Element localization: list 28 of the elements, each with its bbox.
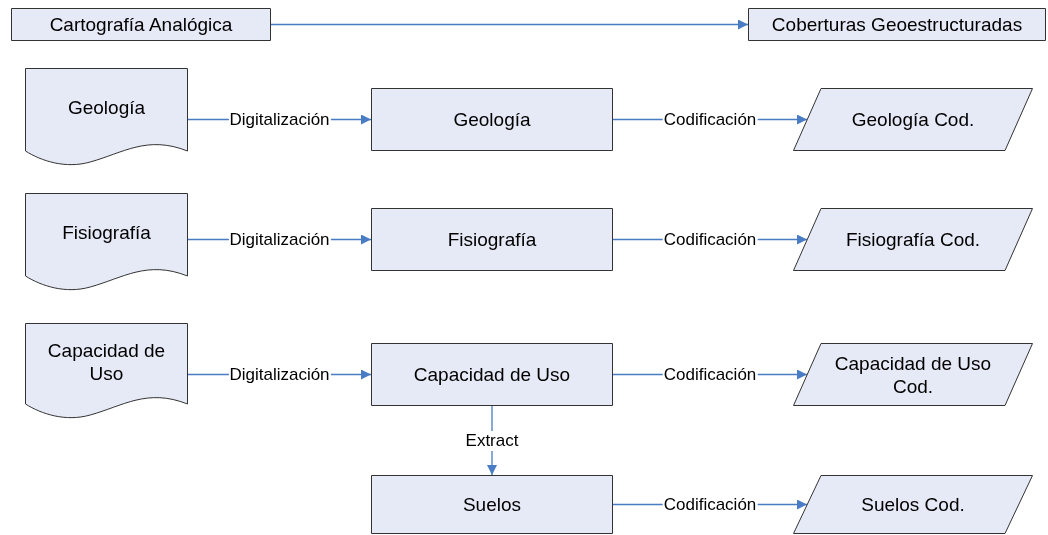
node-label: Fisiografía xyxy=(447,228,537,251)
node-label: Capacidad de Uso xyxy=(413,363,571,386)
node-label: Cartografía Analógica xyxy=(49,13,233,36)
process-box xyxy=(371,343,613,406)
node-label: Fisiografía Cod. xyxy=(845,228,981,251)
document-shape xyxy=(25,193,188,290)
node-label: Suelos Cod. xyxy=(861,493,965,516)
process-box xyxy=(371,475,613,534)
data-parallelogram xyxy=(793,88,1033,151)
process-box xyxy=(11,8,271,41)
data-parallelogram xyxy=(793,475,1033,534)
node-label: Coberturas Geoestructuradas xyxy=(771,13,1023,36)
process-box xyxy=(748,8,1046,41)
data-parallelogram xyxy=(793,343,1033,406)
edge-label: Extract xyxy=(464,430,520,451)
process-box xyxy=(371,88,613,151)
process-box xyxy=(371,208,613,271)
document-shape xyxy=(25,323,188,418)
node-label: Geología Cod. xyxy=(851,108,975,131)
node-label: Capacidad de Uso xyxy=(46,338,167,385)
node-label: Geología xyxy=(67,96,146,119)
node-label: Suelos xyxy=(462,493,522,516)
node-label: Geología xyxy=(453,108,531,131)
arrow xyxy=(270,19,749,30)
node-label: Capacidad de Uso Cod. xyxy=(833,351,993,398)
document-shape xyxy=(25,68,188,165)
node-label: Fisiografía xyxy=(62,221,151,244)
data-parallelogram xyxy=(793,208,1033,271)
